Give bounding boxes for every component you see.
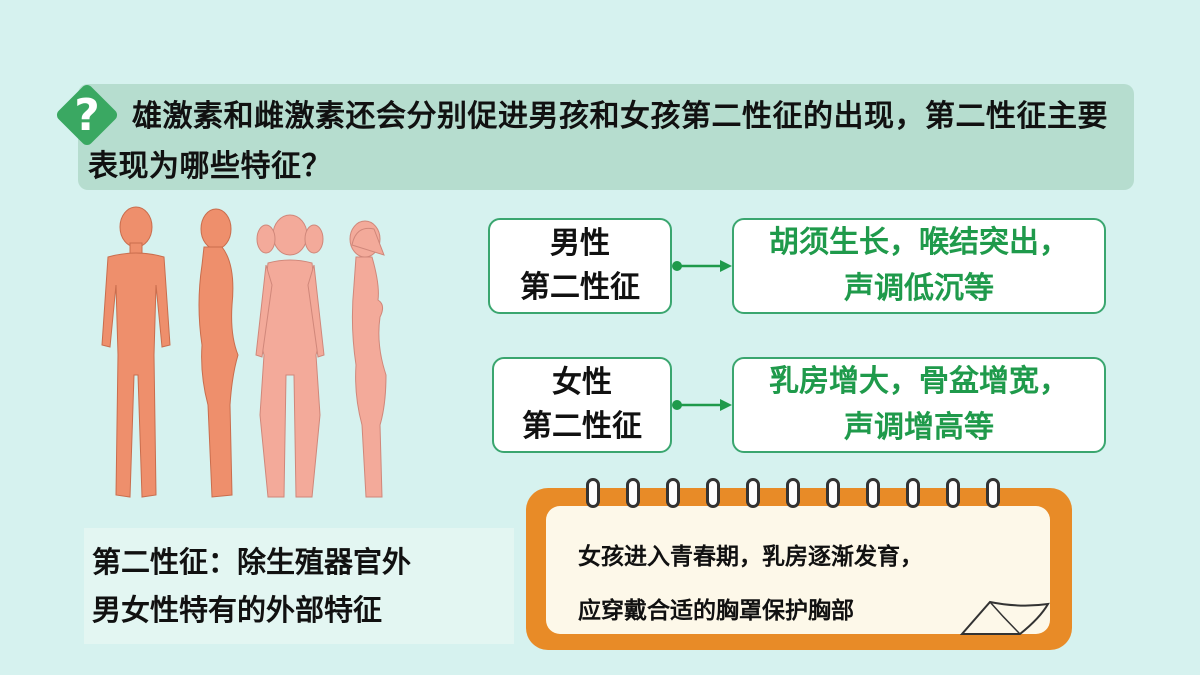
page-curl-icon	[960, 600, 1050, 635]
question-banner	[78, 84, 1134, 190]
binder-ring-icon	[986, 478, 1000, 508]
binder-ring-icon	[786, 478, 800, 508]
binder-ring-icon	[626, 478, 640, 508]
female-arrow-icon	[672, 399, 732, 411]
definition-box: 第二性征：除生殖器官外 男女性特有的外部特征	[84, 528, 514, 644]
binder-ring-icon	[946, 478, 960, 508]
notepad-page	[546, 506, 1050, 634]
svg-text:?: ?	[74, 90, 100, 141]
female-front-figure	[255, 214, 325, 498]
female-side-figure	[349, 220, 387, 498]
human-body-silhouettes	[101, 206, 387, 498]
binder-ring-icon	[866, 478, 880, 508]
female-label-line2: 第二性征	[522, 409, 642, 444]
male-label-line1: 男性	[550, 226, 610, 261]
female-label-line1: 女性	[552, 365, 612, 400]
definition-line1: 第二性征：除生殖器官外	[92, 545, 412, 579]
male-features-line2: 声调低沉等	[844, 271, 994, 306]
male-arrow-icon	[672, 260, 732, 272]
definition-line2: 男女性特有的外部特征	[92, 593, 383, 627]
male-side-figure	[198, 208, 239, 498]
note-line1: 女孩进入青春期，乳房逐渐发育，	[578, 544, 923, 570]
female-features-line1: 乳房增大，骨盆增宽，	[769, 364, 1069, 399]
binder-ring-icon	[906, 478, 920, 508]
female-label-box: 女性 第二性征	[492, 357, 672, 453]
female-features-line2: 声调增高等	[844, 410, 994, 445]
male-label-box: 男性 第二性征	[488, 218, 672, 314]
male-label-line2: 第二性征	[520, 270, 640, 305]
binder-ring-icon	[746, 478, 760, 508]
male-front-figure	[101, 206, 171, 498]
male-features-line1: 胡须生长，喉结突出，	[769, 225, 1069, 260]
question-mark-icon: ?	[56, 84, 118, 146]
binder-ring-icon	[826, 478, 840, 508]
binder-ring-icon	[666, 478, 680, 508]
binder-ring-icon	[586, 478, 600, 508]
male-features-box: 胡须生长，喉结突出， 声调低沉等	[732, 218, 1106, 314]
female-features-box: 乳房增大，骨盆增宽， 声调增高等	[732, 357, 1106, 453]
note-line2: 应穿戴合适的胸罩保护胸部	[578, 598, 854, 624]
binder-ring-icon	[706, 478, 720, 508]
question-text: 雄激素和雌激素还会分别促进男孩和女孩第二性征的出现，第二性征主要表现为哪些特征？	[88, 99, 1108, 184]
note-text: 女孩进入青春期，乳房逐渐发育， 应穿戴合适的胸罩保护胸部	[578, 530, 1048, 638]
